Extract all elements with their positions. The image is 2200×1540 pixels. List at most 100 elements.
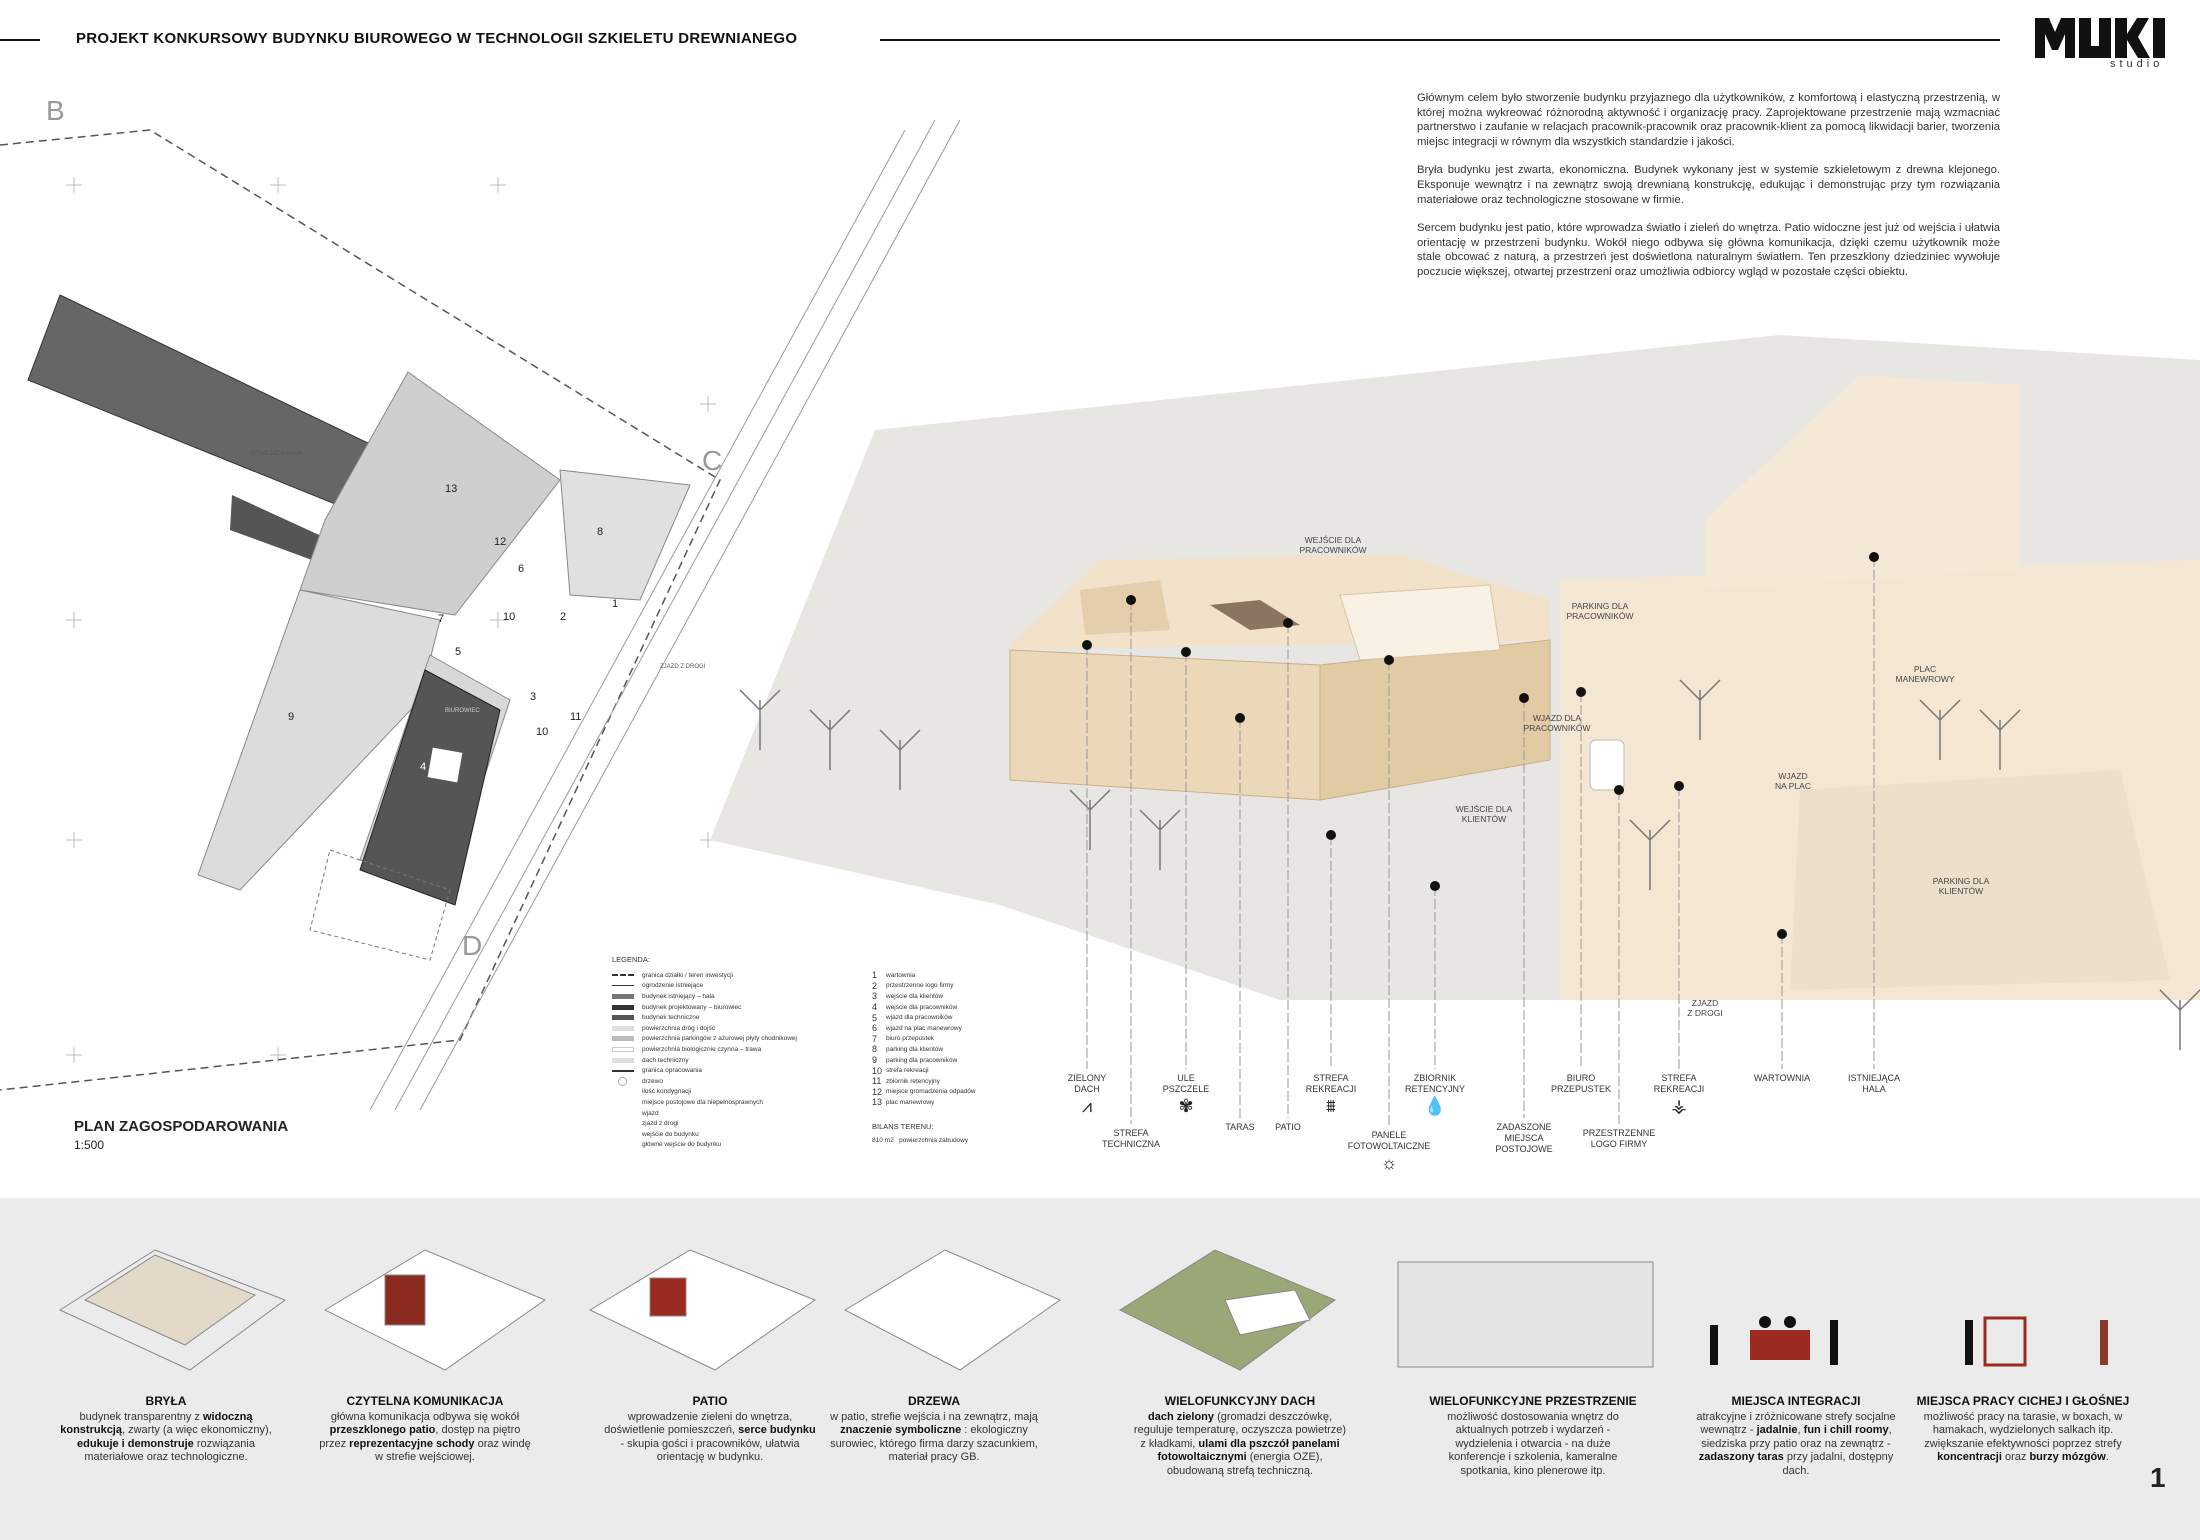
concept-text-bold: reprezentacyjne schody [349, 1437, 475, 1450]
legend-item: powierzchnia parkingów z ażurowej płyty … [612, 1034, 847, 1045]
concept-illustrations [58, 1249, 2108, 1371]
concept-band [0, 1198, 2200, 1540]
plan-scale: 1:500 [74, 1138, 105, 1152]
concept-text-bold: znaczenie symboliczne [840, 1424, 962, 1436]
concept-text-bold: widoczną konstrukcją [60, 1410, 253, 1437]
concept-description: w patio, strefie wejścia i na zewnątrz, … [827, 1411, 1041, 1465]
page-title: PROJEKT KONKURSOWY BUDYNKU BIUROWEGO W T… [76, 30, 798, 47]
callout-dot [1082, 640, 1092, 650]
legend-item: wjazd [612, 1108, 847, 1119]
illustration-bryla [58, 1249, 287, 1371]
plan-label: 3 [530, 691, 536, 703]
plot-boundary [0, 129, 721, 1091]
concept-text: - skupia gości i pracowników, ułatwia or… [620, 1437, 800, 1464]
legend-number: 2 [872, 980, 878, 991]
legend-item-label: powierzchnia biologicznie czynna – trawa [642, 1045, 762, 1053]
callout-dot [1235, 713, 1245, 723]
legend-item: powierzchnia biologicznie czynna – trawa [612, 1044, 847, 1055]
axo-label: PARKING DLA KLIENTÓW [1932, 876, 1990, 896]
legend-item-label: drzewo [642, 1077, 663, 1085]
legend-number: 8 [872, 1044, 878, 1055]
patio-opening [1210, 600, 1300, 630]
legend-item: budynek techniczne [612, 1012, 847, 1023]
legend-item-label: wejście do budynku [642, 1130, 699, 1138]
legend-number: 13 [872, 1097, 883, 1108]
callout-text: WARTOWNIA [1753, 1073, 1811, 1083]
plan-number-labels: 13 12 6 10 2 1 7 5 3 9 10 11 4 8 [288, 483, 618, 773]
concept-text-bold: zadaszony taras [1698, 1451, 1784, 1463]
intro-paragraph: Głównym celem było stworzenie budynku pr… [1417, 92, 2000, 148]
concept-text: wprowadzenie zieleni do wnętrza, doświet… [604, 1410, 793, 1437]
concept-title: BRYŁA [145, 1394, 187, 1408]
legend-number: 1 [872, 970, 878, 981]
concept-description: dach zielony (gromadzi deszczówkę, regul… [1133, 1411, 1347, 1479]
legend-heading: LEGENDA: [612, 955, 650, 964]
callout-label: PANELE FOTOWOLTAICZNE☼ [1348, 1130, 1431, 1173]
studio-logo [2035, 18, 2165, 58]
concept-text-bold: ulami dla pszczół panelami fotowoltaiczn… [1157, 1437, 1340, 1464]
callout-dot [1614, 785, 1624, 795]
concept-panel: BRYŁA budynek transparentny z widoczną ko… [59, 1394, 273, 1465]
plan-label: 4 [420, 761, 426, 773]
concept-title: MIEJSCA INTEGRACJI [1731, 1394, 1861, 1408]
plan-label: 6 [518, 563, 524, 575]
plan-label: 10 [503, 611, 515, 623]
plan-label: 5 [455, 646, 461, 658]
legend-number: 10 [872, 1065, 883, 1076]
axonometric-view [710, 335, 2200, 1050]
concept-text: , siedziska przy patio oraz na zewnątrz … [1701, 1424, 1892, 1450]
concept-text-bold: dach zielony [1147, 1410, 1215, 1423]
legend-item: wejście do budynku [612, 1129, 847, 1140]
axo-label: WJAZD DLA PRACOWNIKÓW [1523, 713, 1591, 733]
concept-description: budynek transparentny z widoczną konstru… [59, 1411, 273, 1465]
plan-label: 8 [597, 526, 603, 538]
legend-numbered-label: biuro przepustek [886, 1035, 935, 1043]
client-parking-ground [1790, 770, 2170, 990]
legend-symbol [612, 985, 634, 987]
axis-label-d: D [462, 930, 482, 961]
callout-dot [1777, 929, 1787, 939]
concept-text: rozwiązania materiałowe oraz technologic… [84, 1437, 255, 1464]
callout-label: PATIO [1275, 1122, 1301, 1133]
concept-text: możliwość dostosowania wnętrz do aktualn… [1447, 1410, 1619, 1477]
plan-label: 2 [560, 611, 566, 623]
page-number: 1 [2150, 1462, 2166, 1493]
legend-item-label: miejsce postojowe dla niepełnosprawnych [642, 1098, 764, 1106]
legend-item-label: główne wejście do budynku [642, 1141, 722, 1149]
legend-item: miejsce postojowe dla niepełnosprawnych [612, 1097, 847, 1108]
header-rule-left [0, 39, 40, 41]
callout-leaders [1082, 552, 1879, 1126]
callout-label: BIURO PRZEPUSTEK [1551, 1073, 1611, 1095]
legend-symbol [612, 974, 634, 977]
picnic-table-icon: ⩩ [1326, 1096, 1336, 1116]
legend-number: 12 [872, 1086, 883, 1097]
plan-label-hall: ISTNIEJĄCA HALA [250, 451, 302, 457]
legend-number: 5 [872, 1012, 878, 1023]
office-building [359, 669, 501, 906]
concept-description: możliwość pracy na tarasie, w boxach, w … [1916, 1411, 2130, 1465]
concept-text: w patio, strefie wejścia i na zewnątrz, … [830, 1410, 1038, 1423]
concept-text-bold: fun i chill roomy [1803, 1424, 1889, 1436]
axo-label: WEJŚCIE DLA PRACOWNIKÓW [1299, 535, 1367, 555]
axo-label: PLAC MANEWROWY [1895, 664, 1955, 684]
callout-text: STREFA TECHNICZNA [1102, 1128, 1160, 1149]
axo-label: WEJŚCIE DLA KLIENTÓW [1455, 804, 1513, 824]
concept-text: : ekologiczny surowiec, którego firma da… [830, 1424, 1038, 1463]
callout-label: ISTNIEJĄCA HALA [1848, 1073, 1900, 1095]
concept-text: oraz windę w strefie wejściowej. [375, 1437, 531, 1464]
plan-label: 7 [438, 613, 444, 625]
sun-icon: ☼ [1380, 1153, 1398, 1173]
legend-item: granica opracowania [612, 1065, 847, 1076]
